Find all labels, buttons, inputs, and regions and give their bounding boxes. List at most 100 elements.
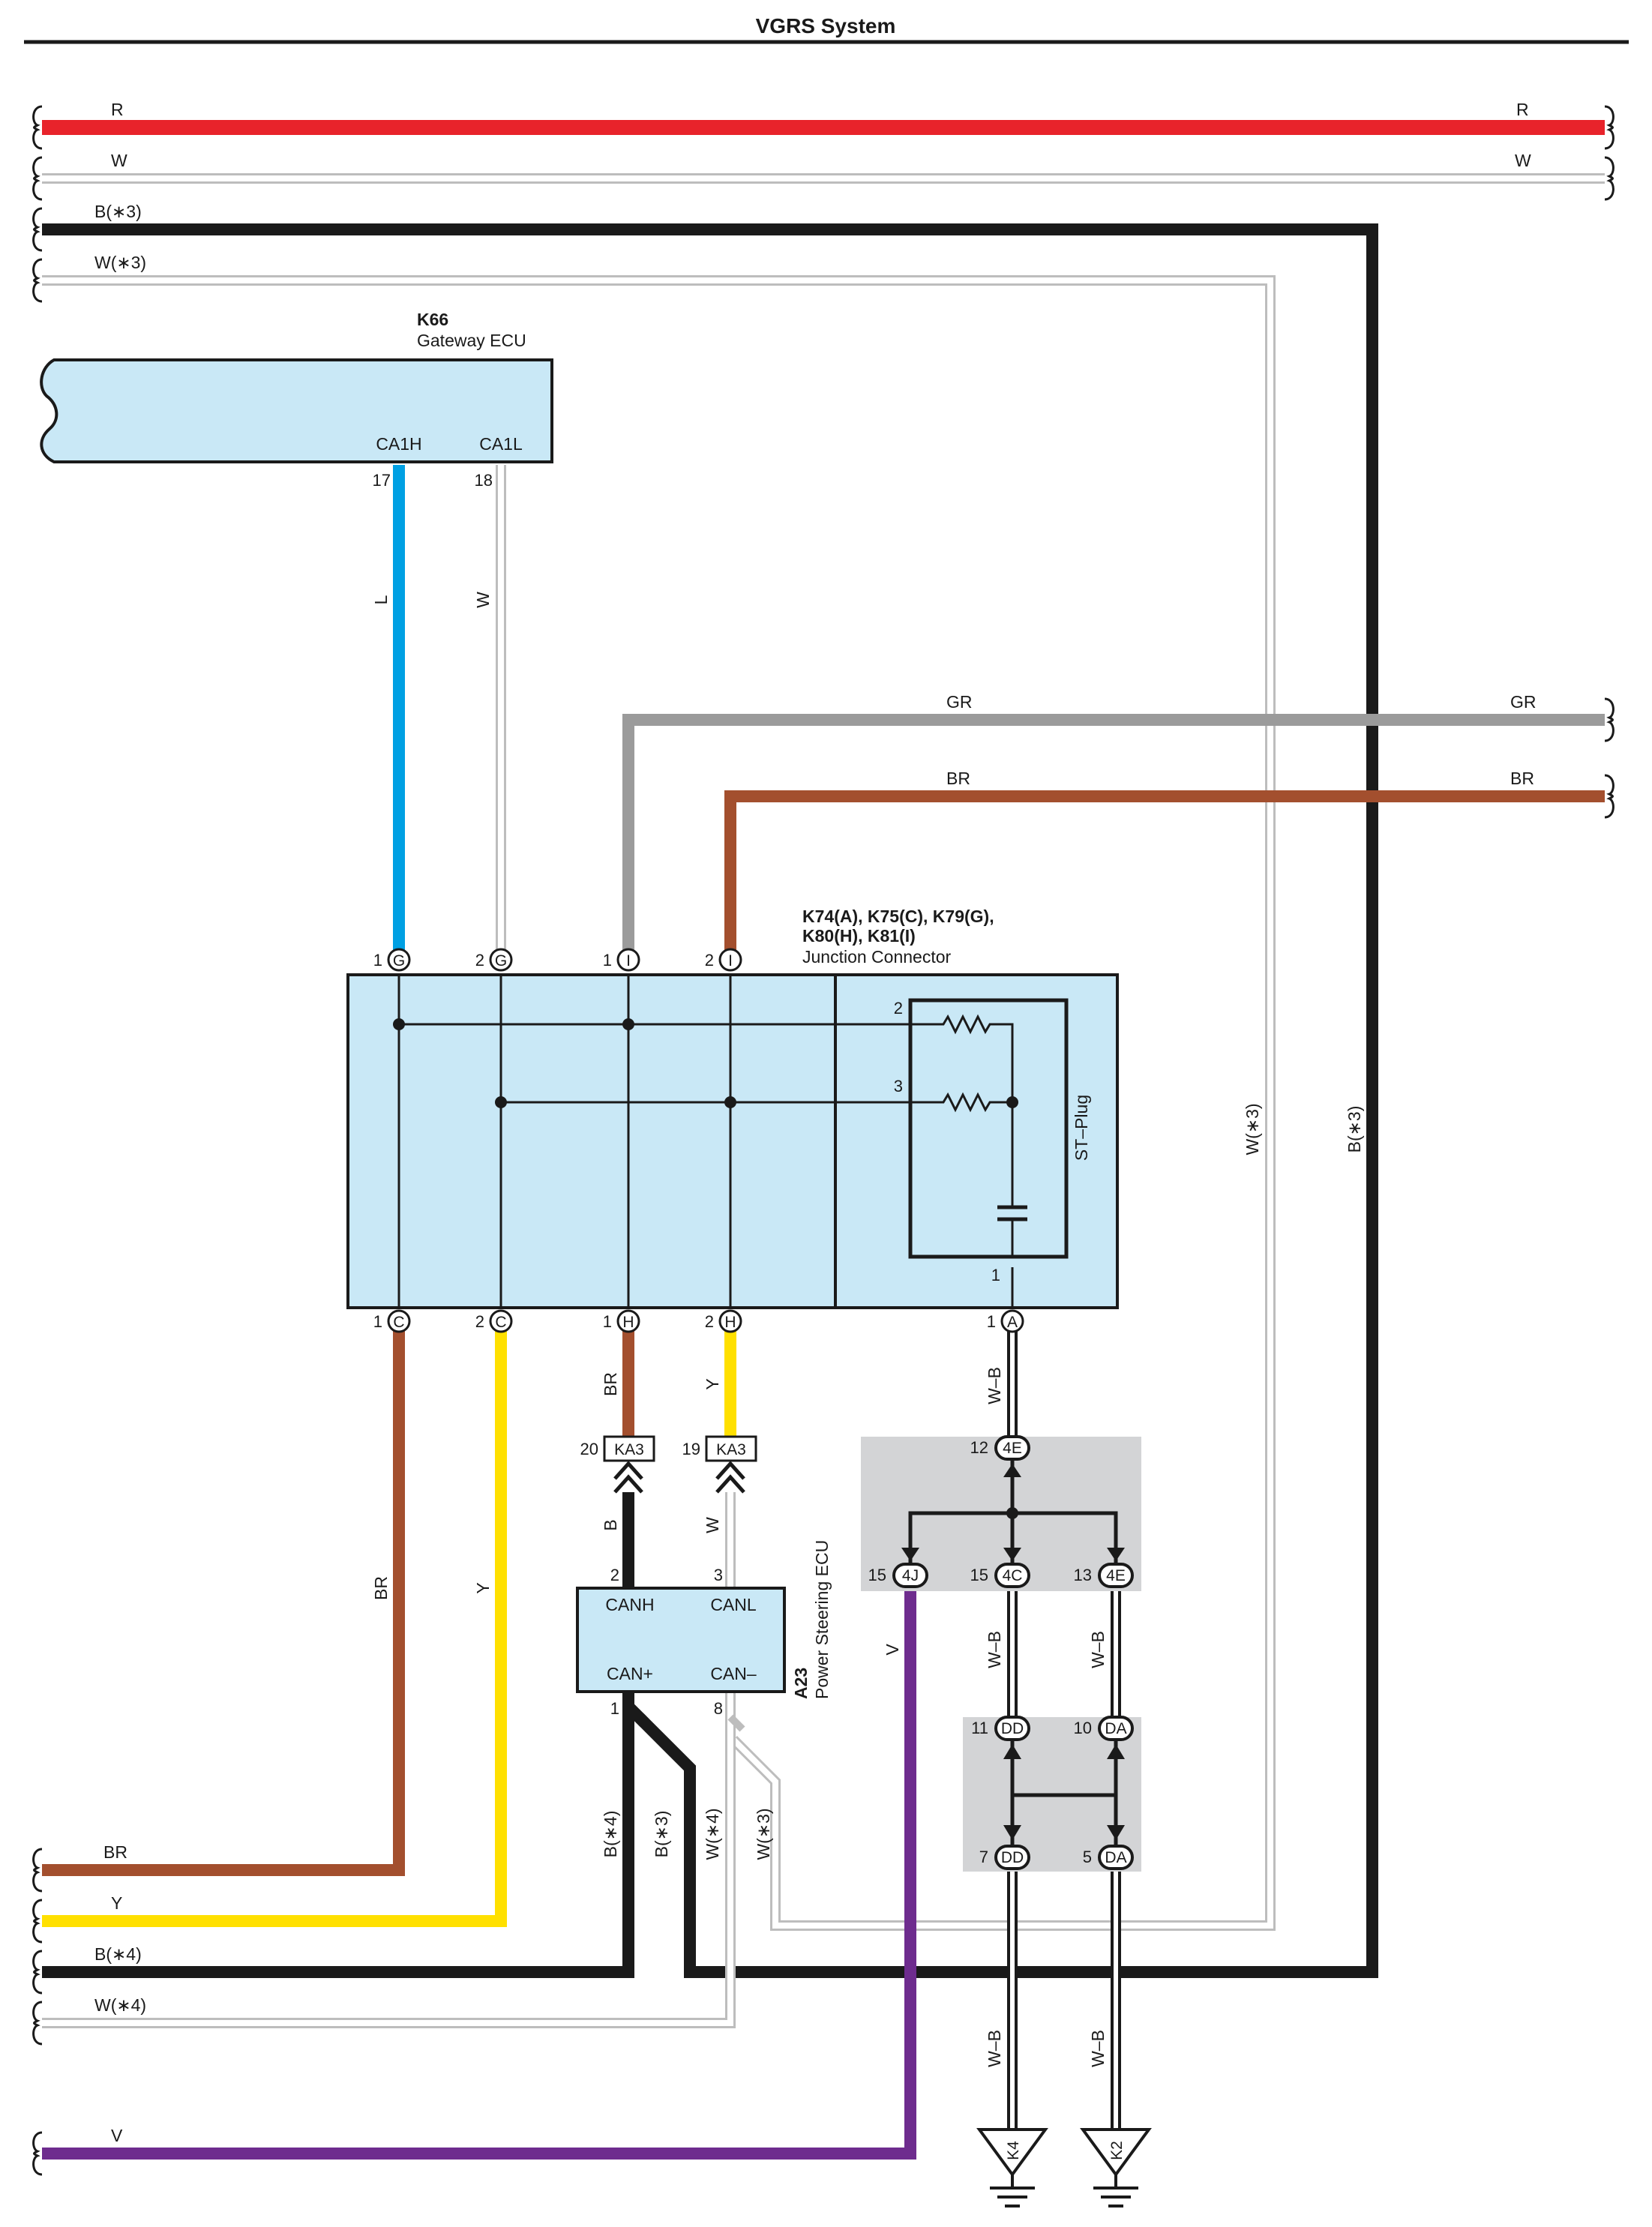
left-break-brackets <box>32 105 43 2176</box>
wire-v <box>42 1587 916 2160</box>
junction-pin-2c: C 2 <box>475 1309 513 1333</box>
st-plug-label: ST–Plug <box>1072 1095 1091 1161</box>
svg-text:10: 10 <box>1074 1719 1092 1737</box>
vlabel-b-ka3: B <box>601 1519 620 1530</box>
left-wire-label-r: R <box>111 100 124 119</box>
wire-b-split <box>624 1702 649 1728</box>
ps-ecu-id: A23 <box>791 1668 811 1699</box>
svg-text:DA: DA <box>1105 1720 1126 1737</box>
wire-br-left <box>42 1327 405 1876</box>
vlabel-wb-k2: W–B <box>1088 2030 1108 2067</box>
vlabel-b-star3: B(∗3) <box>1345 1106 1364 1153</box>
svg-text:2: 2 <box>475 951 484 970</box>
vlabel-v: V <box>883 1644 902 1656</box>
junction-pin-1i: I 1 <box>603 948 640 972</box>
svg-text:2: 2 <box>475 1312 484 1331</box>
svg-text:11: 11 <box>971 1719 988 1737</box>
vlabel-w3: W(∗3) <box>754 1808 773 1860</box>
svg-text:K2: K2 <box>1108 2141 1126 2160</box>
svg-text:4E: 4E <box>1106 1567 1126 1584</box>
svg-text:I: I <box>626 952 631 970</box>
svg-text:4C: 4C <box>1003 1567 1023 1584</box>
left-wire-label-br: BR <box>103 1842 127 1862</box>
svg-text:G: G <box>495 952 507 970</box>
connector-ka3-20: KA3 20 <box>580 1435 655 1494</box>
right-wire-label-gr: GR <box>1510 692 1537 712</box>
ps-pin-1: 1 <box>610 1699 619 1718</box>
right-wire-label-r: R <box>1516 100 1529 119</box>
svg-text:13: 13 <box>1074 1566 1092 1584</box>
vlabel-w4: W(∗4) <box>703 1808 722 1860</box>
vlabel-br-left: BR <box>371 1576 391 1600</box>
vlabel-w-star3: W(∗3) <box>1243 1103 1262 1155</box>
splice-tag-15-4j: 4J 15 <box>868 1563 928 1588</box>
wire-br-top <box>724 790 1605 951</box>
left-wire-label-v: V <box>111 2126 123 2145</box>
vlabel-l: L <box>371 595 391 604</box>
wire-w-star4 <box>42 1692 736 2028</box>
vlabel-wb-a: W–B <box>985 1367 1004 1404</box>
wire-w-split <box>727 1714 745 1732</box>
ps-terminal-canl: CANL <box>710 1595 757 1614</box>
svg-text:C: C <box>495 1314 506 1331</box>
ps-pin-2: 2 <box>610 1566 619 1584</box>
ground-k2: K2 <box>1080 2128 1152 2208</box>
svg-text:1: 1 <box>603 1312 612 1331</box>
svg-text:KA3: KA3 <box>716 1441 746 1458</box>
junction-ids-line1: K74(A), K75(C), K79(G), <box>802 907 994 926</box>
junction-dots <box>393 1018 1018 1108</box>
vlabel-y-left: Y <box>473 1582 493 1593</box>
wire-b-star4 <box>42 1692 634 1978</box>
junction-pin-2g: G 2 <box>475 948 513 972</box>
junction-pin-1g: G 1 <box>373 948 411 972</box>
gateway-terminal-ca1l: CA1L <box>479 434 523 454</box>
junction-ids-line2: K80(H), K81(I) <box>802 926 916 946</box>
svg-text:15: 15 <box>970 1566 988 1584</box>
junction-pin-1c: C 1 <box>373 1309 411 1333</box>
top-wire-label-br: BR <box>946 769 970 788</box>
svg-text:K4: K4 <box>1005 2141 1022 2160</box>
gateway-ecu-id: K66 <box>417 310 448 329</box>
gateway-pin-18: 18 <box>475 471 493 490</box>
capacitor <box>997 1205 1027 1257</box>
connector-ka3-19: KA3 19 <box>682 1435 757 1494</box>
gateway-ecu-box <box>40 358 553 463</box>
right-break-brackets <box>1603 105 1615 819</box>
svg-text:H: H <box>724 1314 736 1331</box>
splice-d-arrows <box>1003 1744 1125 1840</box>
svg-text:I: I <box>728 952 733 970</box>
svg-text:KA3: KA3 <box>614 1441 644 1458</box>
right-wire-label-w: W <box>1515 151 1531 170</box>
vlabel-wb-k4: W–B <box>985 2030 1004 2067</box>
vlabel-wb-4c: W–B <box>985 1631 1004 1668</box>
splice-tag-10-da: DA 10 <box>1074 1716 1134 1741</box>
svg-text:1: 1 <box>373 951 382 970</box>
vlabel-y-h: Y <box>703 1378 722 1389</box>
svg-text:1: 1 <box>603 951 612 970</box>
splice-tag-5-da: DA 5 <box>1083 1845 1134 1870</box>
st-plug-pin-2: 2 <box>894 999 903 1018</box>
wire-gr <box>622 714 1605 951</box>
ps-pin-8: 8 <box>714 1699 723 1718</box>
svg-text:H: H <box>622 1314 634 1331</box>
svg-text:DA: DA <box>1105 1849 1126 1866</box>
resistor-3 <box>936 1092 1014 1206</box>
junction-pin-1a: A 1 <box>987 1309 1024 1333</box>
vlabel-w-ka3: W <box>703 1517 722 1533</box>
svg-text:2: 2 <box>705 951 714 970</box>
ps-ecu-name: Power Steering ECU <box>812 1540 832 1699</box>
svg-text:G: G <box>393 952 405 970</box>
left-wire-label-w4: W(∗4) <box>94 1995 146 2015</box>
resistor-2 <box>936 1014 1014 1102</box>
svg-text:4J: 4J <box>902 1567 919 1584</box>
st-plug-box <box>908 998 1069 1259</box>
svg-text:20: 20 <box>580 1440 598 1458</box>
diagram-title: VGRS System <box>756 14 896 37</box>
svg-text:19: 19 <box>682 1440 700 1458</box>
left-wire-label-b4: B(∗4) <box>94 1944 142 1964</box>
svg-text:2: 2 <box>705 1312 714 1331</box>
ps-terminal-canh: CANH <box>605 1595 654 1614</box>
svg-text:4E: 4E <box>1003 1440 1022 1457</box>
splice-tag-13-4e: 4E 13 <box>1074 1563 1134 1588</box>
